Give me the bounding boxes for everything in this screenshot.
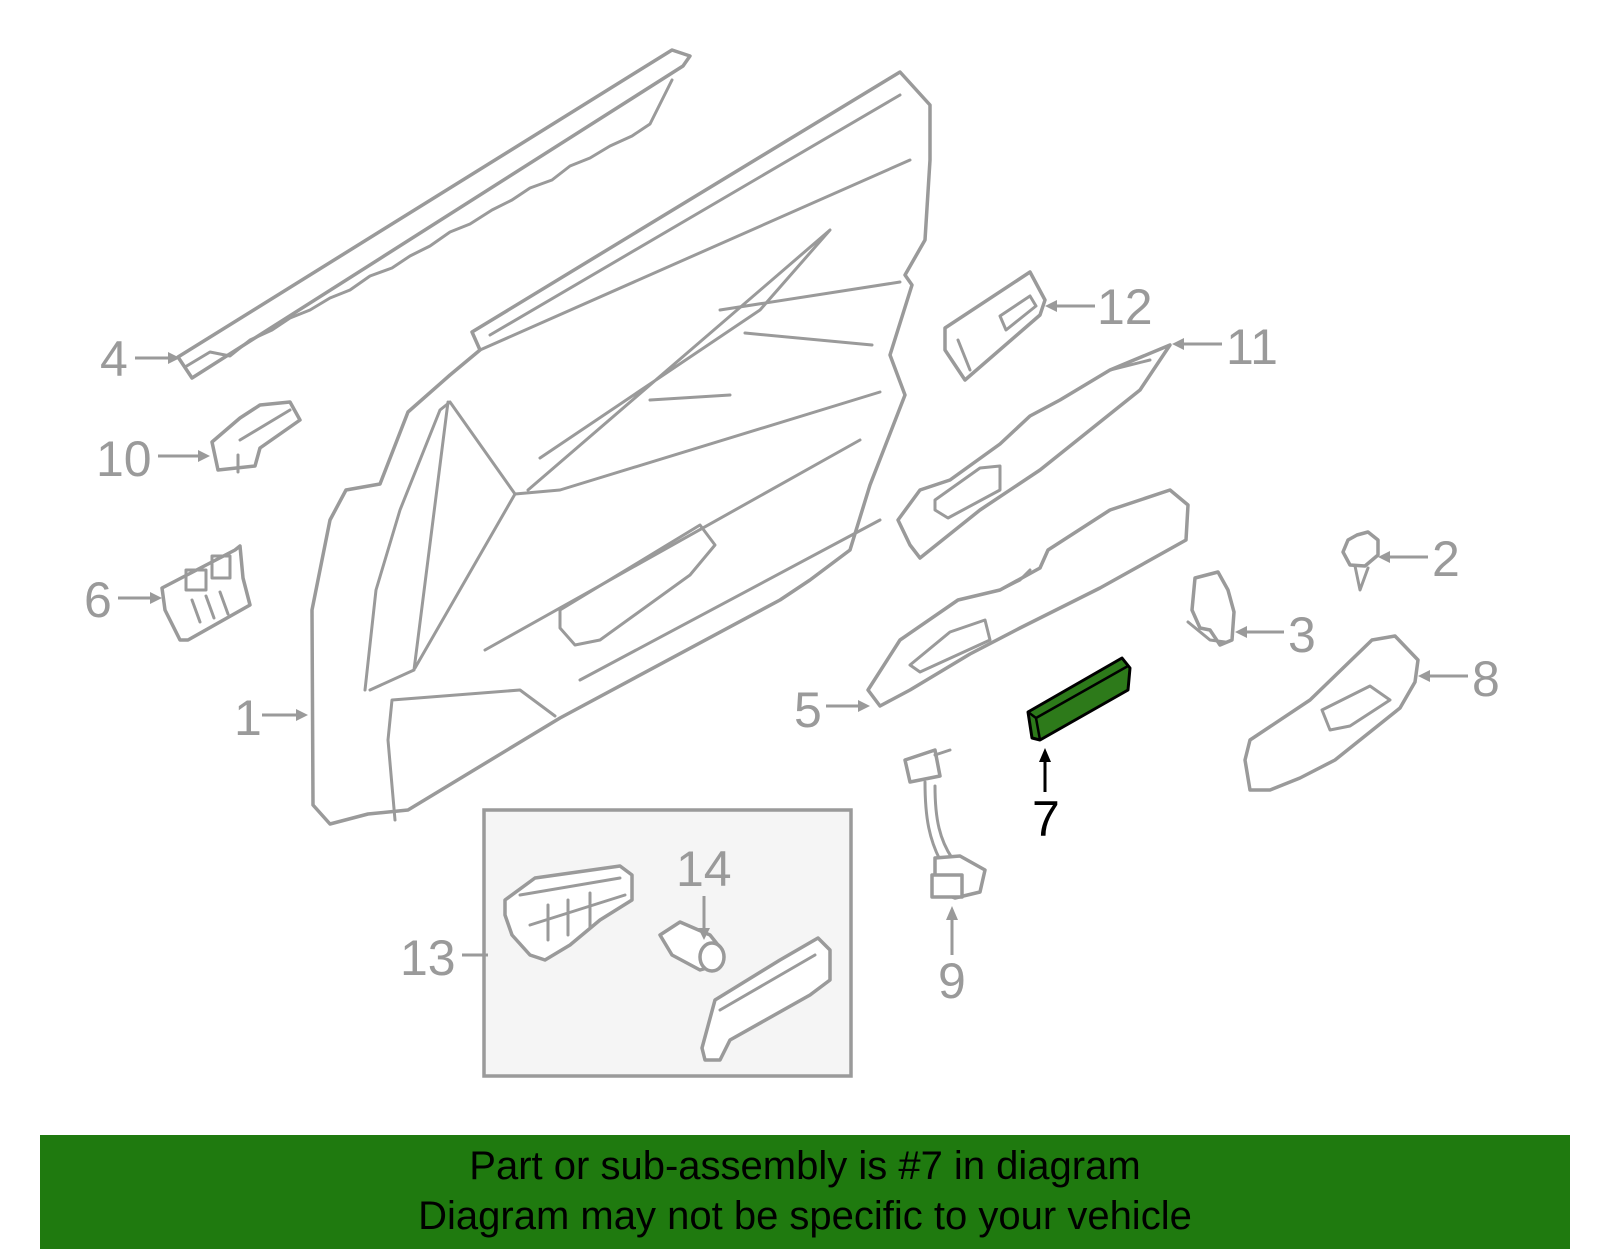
callout-4: 4 [100, 331, 128, 387]
callout-8: 8 [1472, 651, 1500, 707]
part-4-belt-moulding [176, 48, 692, 380]
callout-10: 10 [96, 431, 152, 487]
callout-6: 6 [84, 572, 112, 628]
inset-box-13-14 [482, 808, 853, 1078]
banner-line-1: Part or sub-assembly is #7 in diagram [469, 1144, 1141, 1188]
callout-14: 14 [676, 841, 732, 897]
part-2-clip [1341, 530, 1380, 592]
part-8 [1243, 634, 1420, 792]
part-1-door-trim-panel [310, 70, 932, 826]
part-3-clip [1186, 570, 1236, 647]
part-9-wire-harness [903, 748, 987, 900]
callout-3: 3 [1288, 607, 1316, 663]
info-banner: Part or sub-assembly is #7 in diagram Di… [40, 1135, 1570, 1249]
part-12 [943, 270, 1047, 382]
callout-5: 5 [794, 682, 822, 738]
callout-labels: 4 10 6 1 12 11 5 2 3 8 7 9 14 13 [84, 279, 1500, 1009]
part-11 [896, 343, 1172, 560]
callout-11: 11 [1226, 319, 1278, 375]
banner-line-2: Diagram may not be specific to your vehi… [418, 1194, 1192, 1238]
callout-9: 9 [938, 953, 966, 1009]
leader-lines [118, 300, 1468, 957]
part-7-highlighted [1026, 656, 1132, 742]
callout-7: 7 [1032, 791, 1060, 847]
part-10 [210, 400, 302, 474]
part-6 [160, 544, 252, 642]
callout-2: 2 [1432, 531, 1460, 587]
part-5-armrest [866, 488, 1190, 708]
callout-1: 1 [234, 690, 262, 746]
callout-13: 13 [400, 930, 456, 986]
callout-12: 12 [1097, 279, 1153, 335]
